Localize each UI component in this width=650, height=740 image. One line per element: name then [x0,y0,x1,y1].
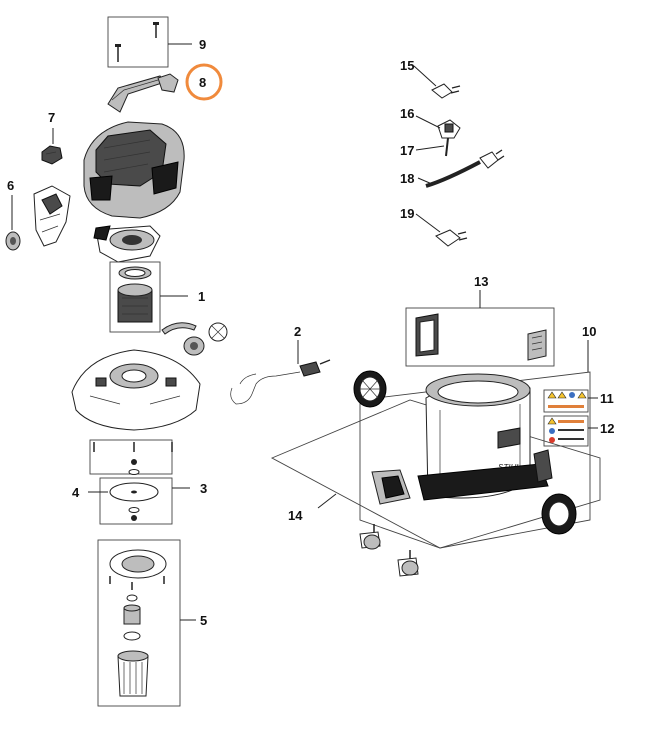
leader-18 [417,177,433,185]
leader-14 [317,493,337,509]
part-1-motor-assembly[interactable] [109,261,161,333]
callout-19[interactable]: 19 [400,206,414,221]
leader-19 [415,213,441,233]
part-2-internal-cable[interactable] [230,359,331,405]
part-13-bracket-kit[interactable] [405,307,555,367]
part-6-side-housing[interactable] [5,185,71,251]
part-15-plug[interactable] [431,83,461,99]
callout-10[interactable]: 10 [582,324,596,339]
callout-9[interactable]: 9 [199,37,206,52]
motor-head-cover[interactable] [83,121,185,219]
callout-4[interactable]: 4 [72,485,80,500]
callout-8[interactable]: 8 [199,75,206,90]
part-12-instruction-label[interactable] [543,415,589,447]
callout-13[interactable]: 13 [474,274,488,289]
callout-18[interactable]: 18 [400,171,414,186]
callout-12[interactable]: 12 [600,421,614,436]
leader-15 [413,65,437,87]
part-3-filter-kit[interactable] [89,439,173,525]
callout-6[interactable]: 6 [7,178,14,193]
rear-wheel[interactable] [353,370,387,408]
motor-base-housing[interactable] [71,349,201,431]
leader-17 [415,145,445,151]
part-9-screws[interactable] [107,16,169,68]
front-wheel[interactable] [541,493,577,535]
part-18-power-cable[interactable] [425,149,505,188]
part-11-warning-label[interactable] [543,389,589,413]
castor-wheels[interactable] [359,524,419,577]
callout-8-highlight-ring [185,63,223,101]
part-19-plug[interactable] [435,229,468,247]
motor-small-parts[interactable] [161,322,228,356]
fan-housing[interactable] [93,225,161,263]
part-4-filter-disc[interactable] [109,482,159,521]
part-14-base-platform[interactable] [270,371,601,549]
part-8-handle[interactable] [107,73,179,113]
callout-5[interactable]: 5 [200,613,207,628]
part-16-socket[interactable] [437,119,461,139]
part-7-clip[interactable] [41,145,63,165]
callout-17[interactable]: 17 [400,143,414,158]
callout-1[interactable]: 1 [198,289,205,304]
callout-11[interactable]: 11 [600,391,614,406]
part-10-container[interactable]: STIHL [371,373,553,505]
callout-15[interactable]: 15 [400,58,414,73]
callout-2[interactable]: 2 [294,324,301,339]
part-17-cable-grommet[interactable] [445,137,449,157]
callout-7[interactable]: 7 [48,110,55,125]
callout-16[interactable]: 16 [400,106,414,121]
leader-16 [415,115,441,129]
part-5-filter-cartridge[interactable] [97,539,181,707]
callout-3[interactable]: 3 [200,481,207,496]
callout-14[interactable]: 14 [288,508,303,523]
